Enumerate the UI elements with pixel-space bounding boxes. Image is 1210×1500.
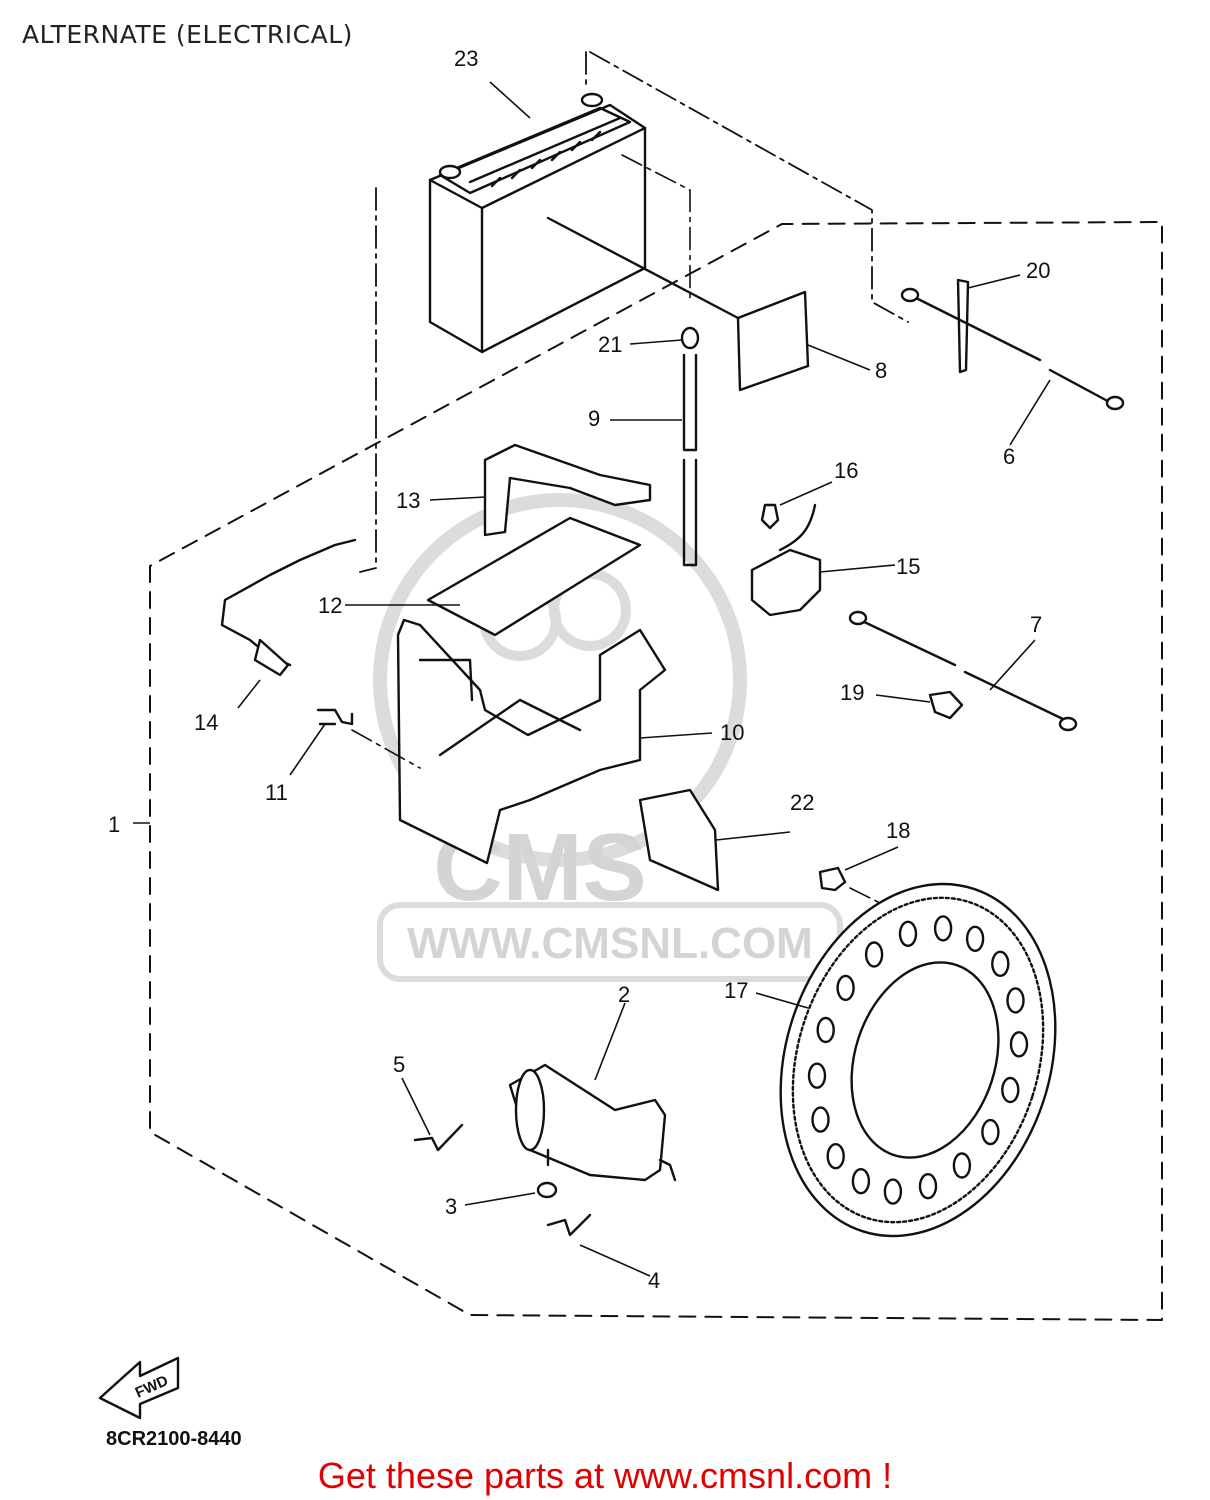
leader-lines [133, 81, 1051, 1277]
disc-hole [918, 1172, 938, 1200]
disc-hole [883, 1178, 903, 1205]
callout-23: 23 [454, 46, 478, 71]
promo-link[interactable]: Get these parts at www.cmsnl.com ! [317, 1455, 893, 1496]
callout-13: 13 [396, 488, 420, 513]
callout-2: 2 [618, 982, 630, 1007]
callout-17: 17 [724, 978, 748, 1003]
disc-hole [807, 1062, 827, 1089]
motor-bolt-upper [413, 1123, 464, 1152]
callout-4: 4 [648, 1268, 660, 1293]
callout-8: 8 [875, 358, 887, 383]
starter-relay [750, 548, 822, 617]
forward-arrow-icon: FWD [98, 1356, 180, 1420]
disc-hole [811, 1106, 830, 1133]
callout-11: 11 [265, 780, 288, 805]
disc-hole [1001, 1076, 1020, 1104]
disc-hole [851, 1167, 871, 1195]
callout-16: 16 [834, 458, 858, 483]
callout-3: 3 [445, 1194, 457, 1219]
motor-nut [536, 1181, 558, 1199]
disc-hole [816, 1016, 835, 1044]
disc-hole [933, 915, 953, 942]
callout-19: 19 [840, 680, 864, 705]
callout-12: 12 [318, 593, 342, 618]
disc-hole [965, 925, 985, 952]
breather-hose [682, 353, 698, 567]
watermark-url: WWW.CMSNL.COM [407, 919, 813, 968]
callout-6: 6 [1003, 444, 1015, 469]
disc-hole [1006, 987, 1025, 1014]
callout-15: 15 [896, 554, 920, 579]
battery [428, 92, 647, 354]
disc-hole [836, 974, 855, 1002]
gear-bolt [818, 866, 847, 892]
callout-numbers: 23 20 21 8 9 6 16 13 15 12 7 19 14 10 11… [108, 46, 1050, 1293]
diagram-title: ALTERNATE (ELECTRICAL) [22, 20, 353, 49]
callout-9: 9 [588, 406, 600, 431]
battery-plate [638, 788, 720, 892]
lead-holder [928, 690, 964, 720]
lead-clamp [956, 278, 970, 374]
bolt [316, 708, 354, 726]
disc-hole [952, 1152, 972, 1179]
disc-hole [826, 1142, 845, 1170]
callout-22: 22 [790, 790, 814, 815]
starter-motor [508, 1063, 677, 1182]
disc-hole [1009, 1031, 1029, 1058]
negative-lead [908, 293, 1117, 407]
callout-5: 5 [393, 1052, 405, 1077]
callout-14: 14 [194, 710, 218, 735]
callout-7: 7 [1030, 612, 1042, 637]
gear-disc-holes [807, 915, 1029, 1205]
motor-bolt-lower [546, 1213, 592, 1237]
disc-hole [981, 1118, 1000, 1146]
hose-clip [680, 326, 700, 350]
disc-hole [864, 941, 884, 968]
callout-1: 1 [108, 812, 120, 837]
battery-pad [736, 290, 810, 392]
callout-10: 10 [720, 720, 744, 745]
disc-hole [898, 920, 918, 947]
drawing-code: 8CR2100-8440 [106, 1428, 242, 1450]
battery-group-boundary [359, 51, 909, 573]
battery-band [483, 443, 652, 537]
disc-hole [991, 950, 1010, 977]
starter-gear-disc [779, 882, 1057, 1238]
assembly-boundary-dashed [149, 221, 1163, 1321]
callout-20: 20 [1026, 258, 1050, 283]
callout-21: 21 [598, 332, 622, 357]
starter-lead [858, 618, 1067, 722]
callout-18: 18 [886, 818, 910, 843]
relay-screw [760, 503, 780, 530]
battery-sheet [426, 516, 642, 637]
